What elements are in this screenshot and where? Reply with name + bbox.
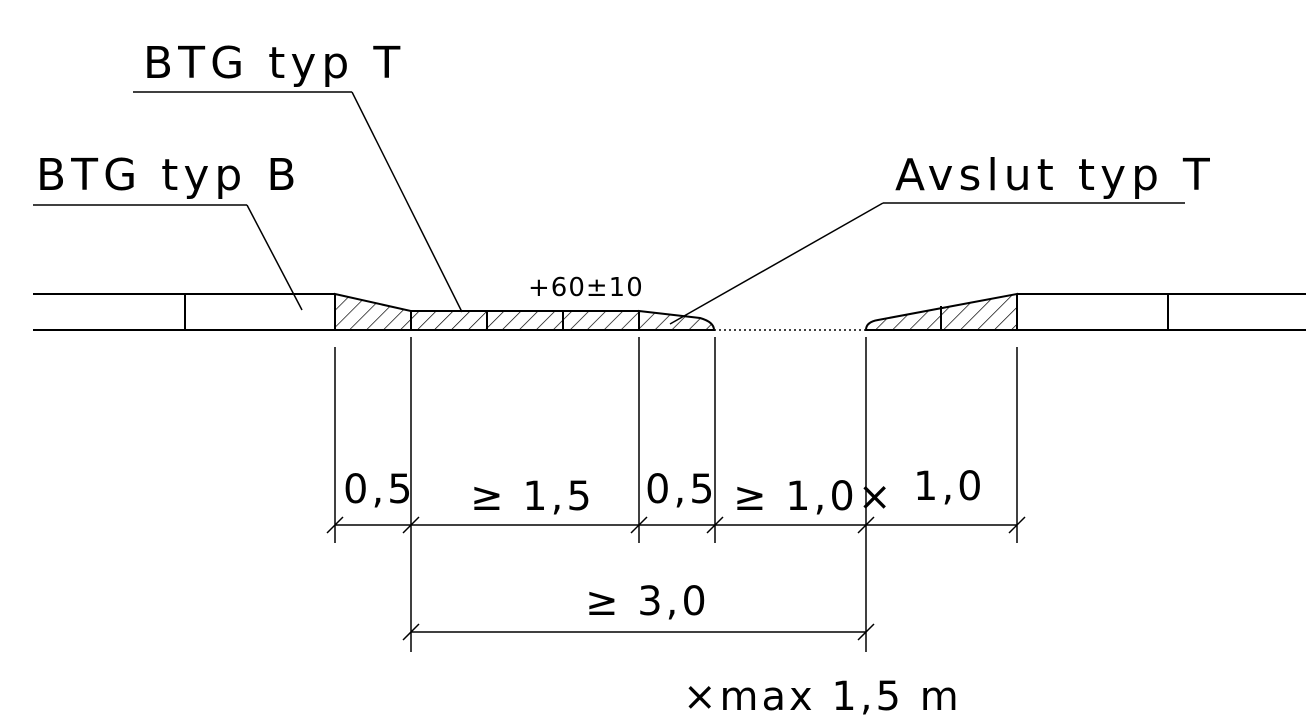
label-height: +60±10 <box>528 273 644 303</box>
dim-text-2: ≥ 1,5 <box>470 474 595 520</box>
label-btg-typ-b: BTG typ B <box>36 150 302 201</box>
dimension-line-lower <box>402 623 875 641</box>
leader-line-btg-typ-b <box>246 204 303 311</box>
extension-lines <box>334 337 1018 652</box>
dim-text-total: ≥ 3,0 <box>585 579 710 625</box>
dimension-line-upper <box>326 516 1026 534</box>
plateau <box>410 310 640 331</box>
left-ramp <box>334 292 412 331</box>
right-slabs <box>1017 293 1306 331</box>
leader-line-btg-typ-t <box>351 91 463 313</box>
dim-text-5: 1,0 <box>913 464 986 510</box>
leader-line-avslut-typ-t <box>669 202 884 325</box>
label-avslut-typ-t: Avslut typ T <box>895 150 1215 201</box>
footnote: ×max 1,5 m <box>683 674 962 720</box>
label-btg-typ-t: BTG typ T <box>143 38 405 89</box>
dim-text-1: 0,5 <box>343 467 416 513</box>
left-slabs <box>33 293 336 331</box>
dim-text-4: ≥ 1,0× <box>733 474 894 520</box>
dim-text-3: 0,5 <box>645 467 718 513</box>
end-piece <box>638 309 716 331</box>
